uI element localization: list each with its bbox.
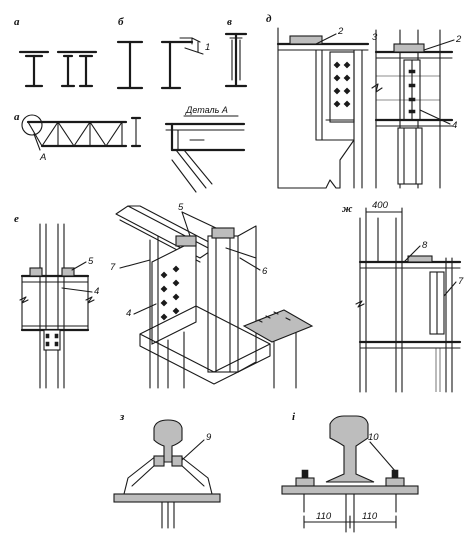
panel-label-z: з (119, 411, 125, 423)
panel-a-beam-sections: а (14, 16, 98, 88)
panel-zh-brake-girder: ж 400 8 7 (342, 200, 464, 393)
bolt-pattern-d (333, 61, 351, 108)
panel-label-i: і (292, 411, 296, 423)
panel-e-column-joint: е 5 4 (14, 213, 99, 389)
dimension-110-right: 110 (362, 511, 378, 522)
dimension-400: 400 (372, 200, 389, 211)
panel-d-crane-beam-support: д 2 3 (266, 13, 462, 189)
callout-4a: 4 (452, 120, 457, 131)
callout-3: 3 (372, 32, 378, 43)
callout-2b: 2 (455, 34, 462, 45)
panel-b-beam-sections: б 1 (116, 16, 210, 90)
panel-label-b: б (118, 16, 124, 28)
callout-4b: 4 (94, 286, 99, 297)
panel-i-rail-bolted: і 110 110 10 (281, 411, 419, 533)
panel-v-built-up-section: в (224, 16, 248, 88)
panel-label-a2: а (14, 111, 20, 123)
panel-a2-braced-girder: а А (14, 111, 142, 163)
callout-1: 1 (205, 42, 210, 53)
dimension-110-left: 110 (316, 511, 332, 522)
callout-9: 9 (206, 432, 212, 443)
callout-7a: 7 (110, 262, 116, 273)
callout-10: 10 (368, 432, 379, 443)
callout-6: 6 (262, 266, 268, 277)
panel-z-rail-clamp-fastening: з 9 (113, 411, 221, 529)
detail-a-marker: А (39, 152, 46, 163)
callout-7b: 7 (458, 276, 464, 287)
detail-a-view: Деталь А (164, 105, 246, 193)
panel-label-a: а (14, 16, 20, 28)
callout-5a: 5 (88, 256, 94, 267)
panel-label-v: в (227, 16, 232, 28)
callout-8: 8 (422, 240, 428, 251)
bolt-pattern-iso (160, 265, 180, 321)
callout-4c: 4 (126, 308, 131, 319)
detail-a-caption: Деталь А (185, 105, 228, 115)
callout-2a: 2 (337, 26, 344, 37)
panel-label-zh: ж (342, 203, 353, 215)
panel-label-e: е (14, 213, 19, 225)
isometric-crane-beam-joint: 5 6 7 4 (110, 202, 314, 389)
panel-label-d: д (266, 13, 272, 25)
callout-5b: 5 (178, 202, 184, 213)
